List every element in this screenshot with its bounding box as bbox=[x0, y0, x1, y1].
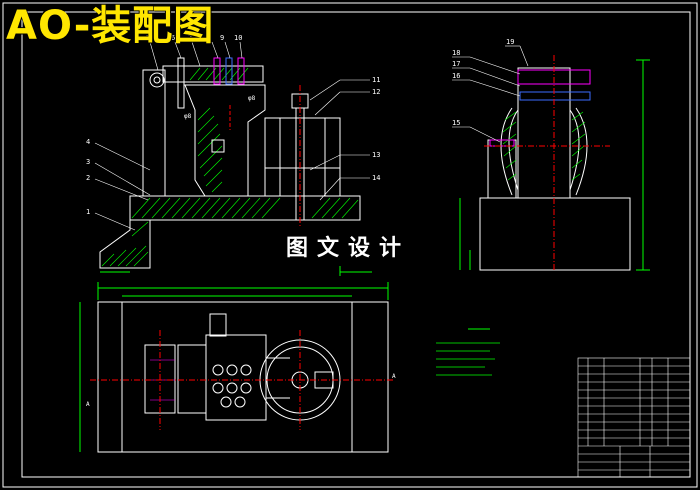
dim-text: φ8 bbox=[184, 113, 192, 120]
part-label-19: 19 bbox=[506, 38, 514, 46]
title-block bbox=[577, 357, 691, 478]
section-mark-left: A bbox=[86, 401, 90, 408]
part-label-12: 12 bbox=[372, 88, 380, 96]
front-view: φ8 φ8 1 2 3 4 5 6 7 8 9 10 11 12 bbox=[86, 34, 380, 276]
part-label-11: 11 bbox=[372, 76, 380, 84]
part-label-9: 9 bbox=[220, 34, 224, 42]
part-label-15: 15 bbox=[452, 119, 460, 127]
part-label-13: 13 bbox=[372, 151, 380, 159]
technical-notes bbox=[436, 328, 500, 376]
part-label-7: 7 bbox=[188, 34, 192, 42]
part-label-1: 1 bbox=[86, 208, 90, 216]
part-label-3: 3 bbox=[86, 158, 90, 166]
side-view: 18 17 16 15 19 bbox=[452, 38, 650, 272]
part-label-6: 6 bbox=[171, 34, 175, 42]
dim-text: φ8 bbox=[248, 95, 256, 102]
part-label-5: 5 bbox=[146, 34, 150, 42]
section-mark-right: A bbox=[392, 373, 396, 380]
part-label-10: 10 bbox=[234, 34, 242, 42]
part-label-14: 14 bbox=[372, 174, 380, 182]
part-label-2: 2 bbox=[86, 174, 90, 182]
inner-frame bbox=[21, 11, 691, 478]
part-label-16: 16 bbox=[452, 72, 460, 80]
watermark-text: 图文设计 bbox=[286, 235, 411, 261]
part-label-8: 8 bbox=[207, 34, 211, 42]
top-view: A A bbox=[79, 282, 396, 453]
part-label-17: 17 bbox=[452, 60, 460, 68]
part-label-18: 18 bbox=[452, 49, 460, 57]
part-label-4: 4 bbox=[86, 138, 90, 146]
drawing-title: AO-装配图 bbox=[6, 3, 215, 49]
